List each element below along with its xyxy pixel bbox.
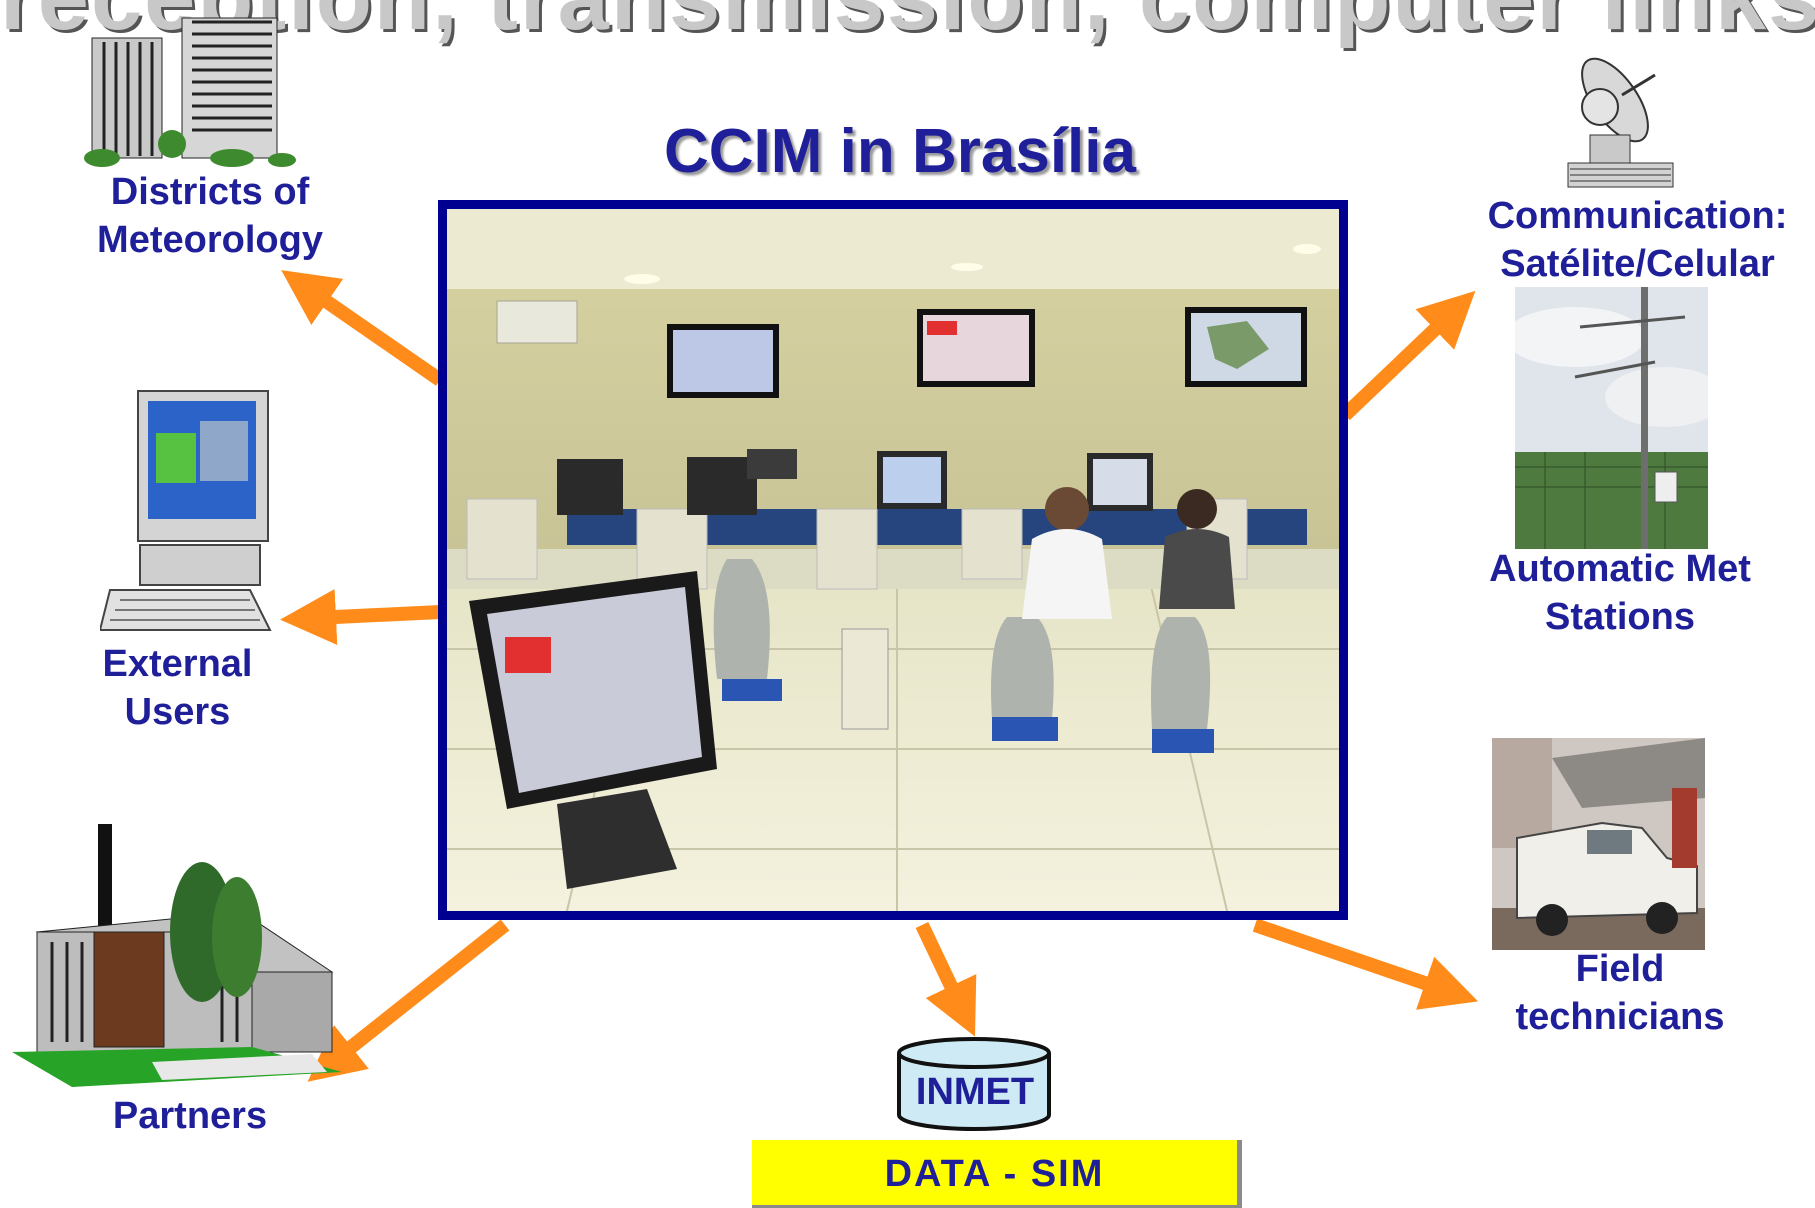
control-room-photo xyxy=(438,200,1348,920)
main-title: CCIM in Brasília xyxy=(664,117,1136,186)
partners-label-line-1: Partners xyxy=(112,1095,268,1137)
arrow-to-field-technicians xyxy=(1252,918,1479,1010)
communication-label-line-2: Satélite/Celular xyxy=(1500,243,1775,285)
satellite-dish-icon xyxy=(1567,57,1674,188)
automatic-stations-label: Automatic Met Stations xyxy=(1465,545,1775,641)
field-vehicle-photo xyxy=(1492,738,1705,950)
communication-label-line-1: Communication: xyxy=(1487,195,1788,237)
database-cylinder-icon xyxy=(897,1037,1051,1131)
communication-label: Communication: Satélite/Celular xyxy=(1465,192,1810,288)
arrow-to-database xyxy=(915,921,977,1037)
field-technicians-label-line-2: technicians xyxy=(1515,996,1725,1038)
districts-label-line-2: Meteorology xyxy=(97,219,323,261)
arrow-to-external-users xyxy=(280,589,441,645)
database-label: INMET xyxy=(915,1071,1035,1113)
control-room-illustration xyxy=(447,209,1339,911)
arrow-to-partners xyxy=(307,919,510,1082)
partial-heading: reception, transmission, computer links xyxy=(0,0,1815,48)
data-sim-bar: DATA - SIM xyxy=(752,1140,1242,1208)
automatic-stations-label-line-2: Stations xyxy=(1545,596,1695,638)
field-technicians-label: Field technicians xyxy=(1480,945,1760,1041)
field-technicians-label-line-1: Field xyxy=(1575,948,1665,990)
external-users-label-line-1: External xyxy=(102,643,253,685)
districts-label-line-1: Districts of xyxy=(110,171,310,213)
partners-label: Partners xyxy=(85,1092,295,1140)
districts-buildings-icon xyxy=(84,17,296,167)
external-users-label: External Users xyxy=(70,640,285,736)
districts-label: Districts of Meteorology xyxy=(70,168,350,264)
weather-station-photo xyxy=(1515,287,1708,549)
automatic-stations-label-line-1: Automatic Met xyxy=(1489,548,1751,590)
partners-building-icon xyxy=(12,824,342,1087)
arrow-to-communication xyxy=(1340,290,1476,421)
arrow-to-districts xyxy=(281,270,444,386)
computer-icon xyxy=(100,390,272,631)
external-users-label-line-2: Users xyxy=(124,691,231,733)
